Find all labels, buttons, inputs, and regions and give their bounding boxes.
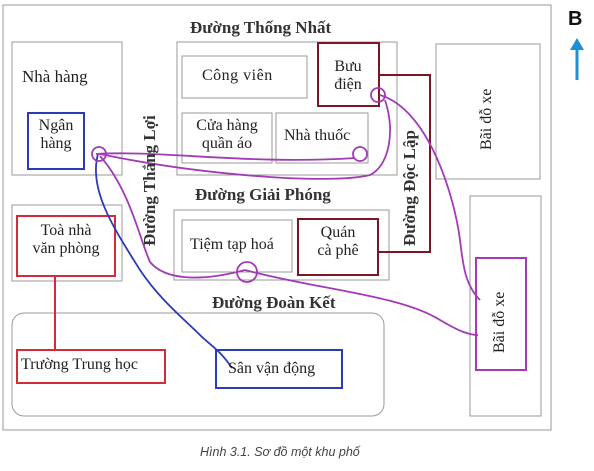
north-label: B	[568, 8, 583, 30]
north-arrow-icon	[570, 38, 584, 50]
route-grocery-to-parking	[244, 269, 479, 336]
figure-caption: Hình 3.1. Sơ đồ một khu phố	[200, 445, 360, 459]
label-cong-vien: Công viên	[202, 67, 273, 84]
route-bank-to-pharmacy	[95, 152, 356, 161]
label-cua-hang: Cửa hàng quần áo	[184, 117, 270, 154]
label-tiem-tap-hoa: Tiệm tạp hoá	[190, 236, 274, 253]
block-east-bottom	[469, 195, 542, 417]
label-ngan-hang-line2: hàng	[40, 135, 72, 153]
label-cua-hang-line1: Cửa hàng	[196, 117, 258, 134]
parking-bottom-outline	[475, 257, 527, 371]
block-bai-do-xe-top	[435, 43, 541, 180]
cafe-outline	[297, 218, 379, 276]
label-ngan-hang-line1: Ngân	[38, 117, 74, 134]
block-south	[11, 312, 385, 417]
office-outline	[16, 215, 116, 277]
route-bank-to-stadium	[95, 153, 233, 369]
label-quan-ca-phe-line2: cà phê	[317, 242, 359, 260]
block-nha-thuoc	[275, 112, 369, 164]
doc-lap-road-outline	[378, 74, 431, 253]
label-nha-thuoc: Nhà thuốc	[284, 127, 351, 144]
block-west-top	[11, 41, 123, 176]
marker-pharmacy	[352, 146, 368, 162]
marker-grocery	[236, 261, 258, 283]
marker-bank	[91, 146, 107, 162]
road-giai-phong: Đường Giải Phóng	[195, 185, 331, 204]
block-center-mid	[173, 209, 390, 281]
block-center-top	[176, 41, 398, 176]
label-bai-do-xe-bottom: Bãi đỗ xe	[491, 291, 508, 353]
school-outline	[16, 349, 166, 384]
block-cong-vien	[181, 55, 308, 99]
label-nha-hang: Nhà hàng	[22, 67, 88, 86]
block-cua-hang	[181, 112, 273, 164]
route-bank-to-grocery	[99, 155, 246, 279]
label-san-van-dong: Sân vận động	[228, 360, 316, 377]
stadium-outline	[215, 349, 343, 389]
road-thong-nhat: Đường Thống Nhất	[190, 18, 332, 37]
label-toa-nha: Toà nhà văn phòng	[19, 222, 113, 259]
label-buu-dien-line2: điện	[334, 76, 362, 94]
label-buu-dien: Bưu điện	[322, 58, 374, 95]
road-doan-ket: Đường Đoàn Kết	[212, 293, 336, 312]
bank-outline	[27, 112, 85, 170]
road-doc-lap: Đường Độc Lập	[400, 130, 419, 246]
marker-post-office	[370, 87, 386, 103]
label-truong-trung-hoc: Trường Trung học	[21, 356, 139, 373]
route-bank-to-post-office	[99, 99, 391, 180]
map-frame	[2, 4, 552, 431]
label-ngan-hang: Ngân hàng	[30, 117, 82, 154]
label-buu-dien-line1: Bưu	[334, 58, 362, 75]
block-west-mid	[11, 204, 123, 282]
road-thang-loi: Đường Thắng Lợi	[140, 115, 159, 246]
label-toa-nha-line1: Toà nhà	[40, 222, 92, 239]
label-toa-nha-line2: văn phòng	[32, 240, 100, 258]
route-post-office-to-parking	[379, 94, 481, 301]
label-quan-ca-phe: Quán cà phê	[300, 224, 376, 261]
label-quan-ca-phe-line1: Quán	[320, 224, 356, 241]
label-bai-do-xe-top: Bãi đỗ xe	[478, 88, 495, 150]
label-cua-hang-line2: quần áo	[201, 135, 253, 153]
